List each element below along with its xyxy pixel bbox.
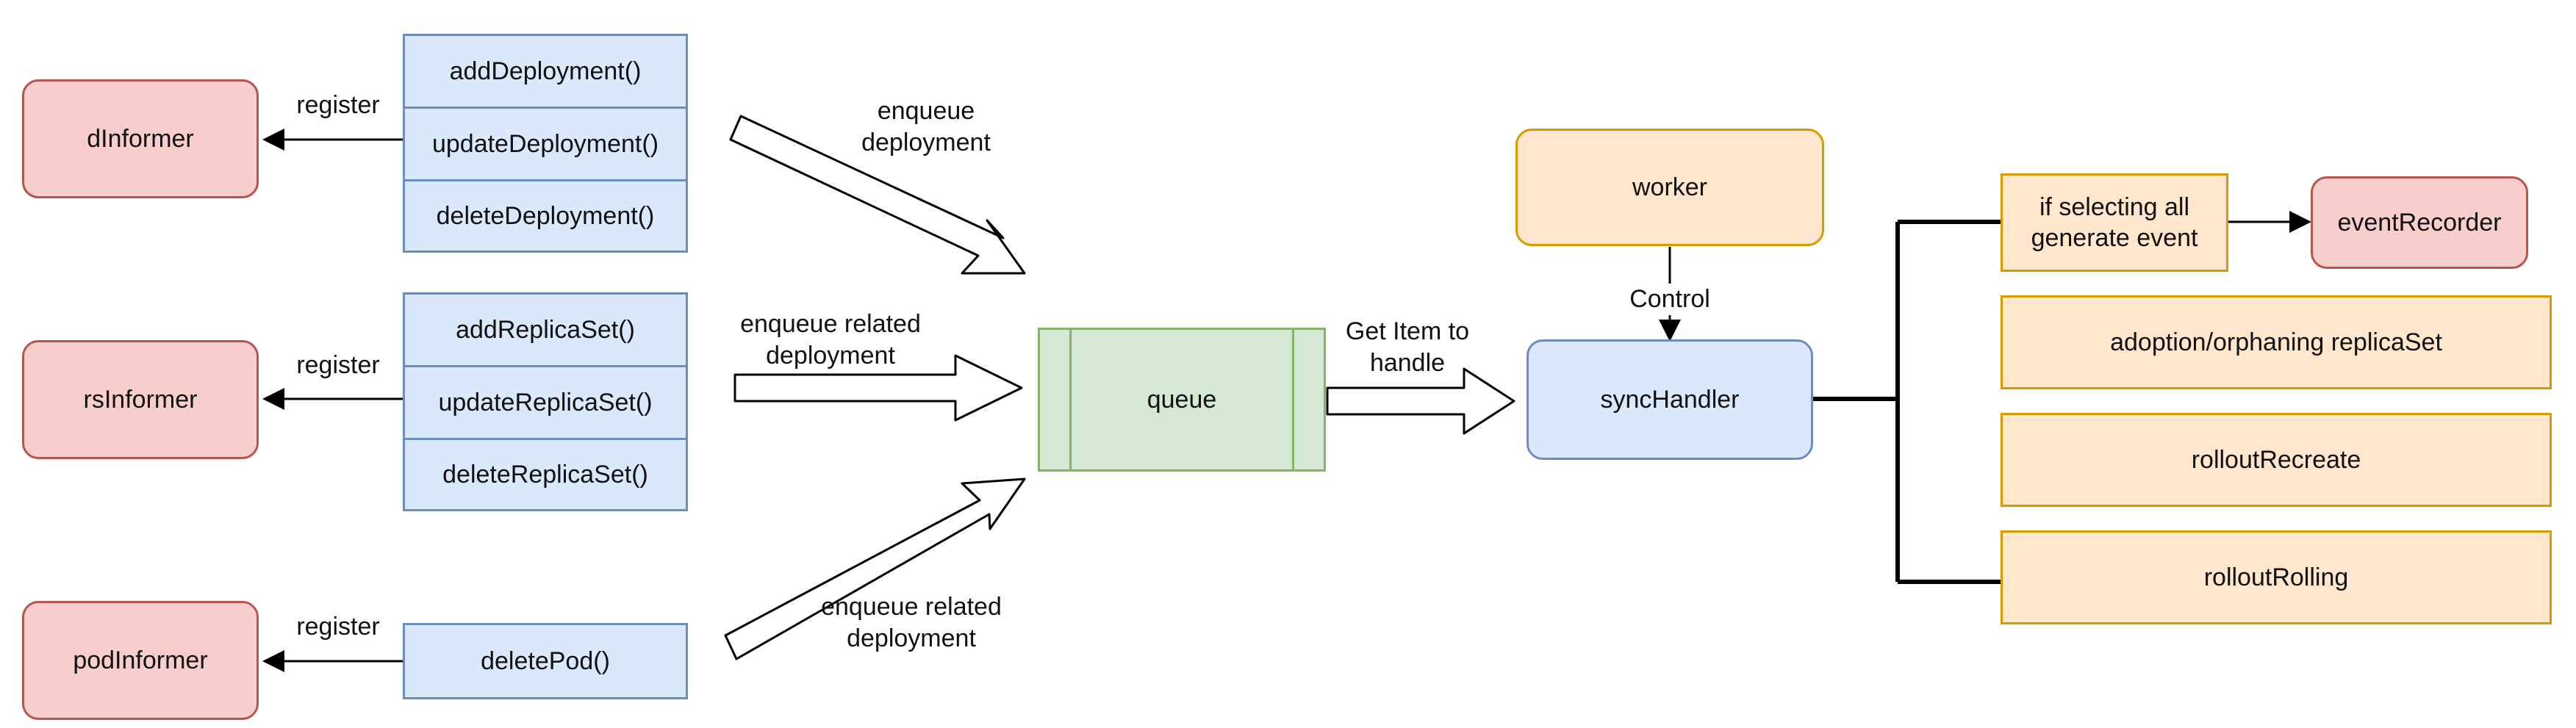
queue-left-divider bbox=[1069, 330, 1072, 469]
worker-box: worker bbox=[1515, 129, 1824, 246]
delete-pod-handler: deletePod() bbox=[403, 623, 688, 699]
d-informer: dInformer bbox=[22, 79, 259, 198]
get-item-arrow bbox=[1326, 367, 1515, 435]
adoption-orphaning-box: adoption/orphaning replicaSet bbox=[2001, 295, 2552, 389]
select-all-box: if selecting all generate event bbox=[2001, 173, 2228, 272]
update-replicaset-handler: updateReplicaSet() bbox=[403, 365, 688, 440]
enqueue-deployment-label: enqueue deployment bbox=[861, 97, 991, 156]
register-label-rs: register bbox=[296, 351, 380, 379]
queue-right-divider bbox=[1292, 330, 1294, 469]
enqueue-related-rs-label: enqueue related deployment bbox=[740, 310, 921, 370]
add-deployment-handler: addDeployment() bbox=[403, 34, 688, 109]
event-recorder-box: eventRecorder bbox=[2311, 176, 2528, 269]
register-label-pod: register bbox=[296, 613, 380, 641]
update-deployment-handler: updateDeployment() bbox=[403, 107, 688, 181]
rollout-recreate-box: rolloutRecreate bbox=[2001, 413, 2552, 507]
enqueue-related-pod-label: enqueue related deployment bbox=[821, 593, 1002, 652]
delete-replicaset-handler: deleteReplicaSet() bbox=[403, 438, 688, 511]
pod-informer: podInformer bbox=[22, 601, 259, 720]
control-label: Control bbox=[1595, 284, 1745, 315]
enqueue-related-rs-arrow bbox=[733, 354, 1023, 422]
delete-deployment-handler: deleteDeployment() bbox=[403, 179, 688, 253]
enqueue-related-pod-arrow bbox=[724, 477, 1026, 660]
enqueue-deployment-arrow bbox=[729, 115, 1026, 275]
register-label-d: register bbox=[296, 91, 380, 119]
sync-handler-box: syncHandler bbox=[1526, 339, 1813, 460]
get-item-label: Get Item to handle bbox=[1345, 317, 1470, 377]
rollout-rolling-box: rolloutRolling bbox=[2001, 530, 2552, 624]
add-replicaset-handler: addReplicaSet() bbox=[403, 292, 688, 367]
queue-box: queue bbox=[1038, 328, 1326, 472]
queue-label: queue bbox=[1147, 385, 1217, 414]
rs-informer: rsInformer bbox=[22, 340, 259, 459]
